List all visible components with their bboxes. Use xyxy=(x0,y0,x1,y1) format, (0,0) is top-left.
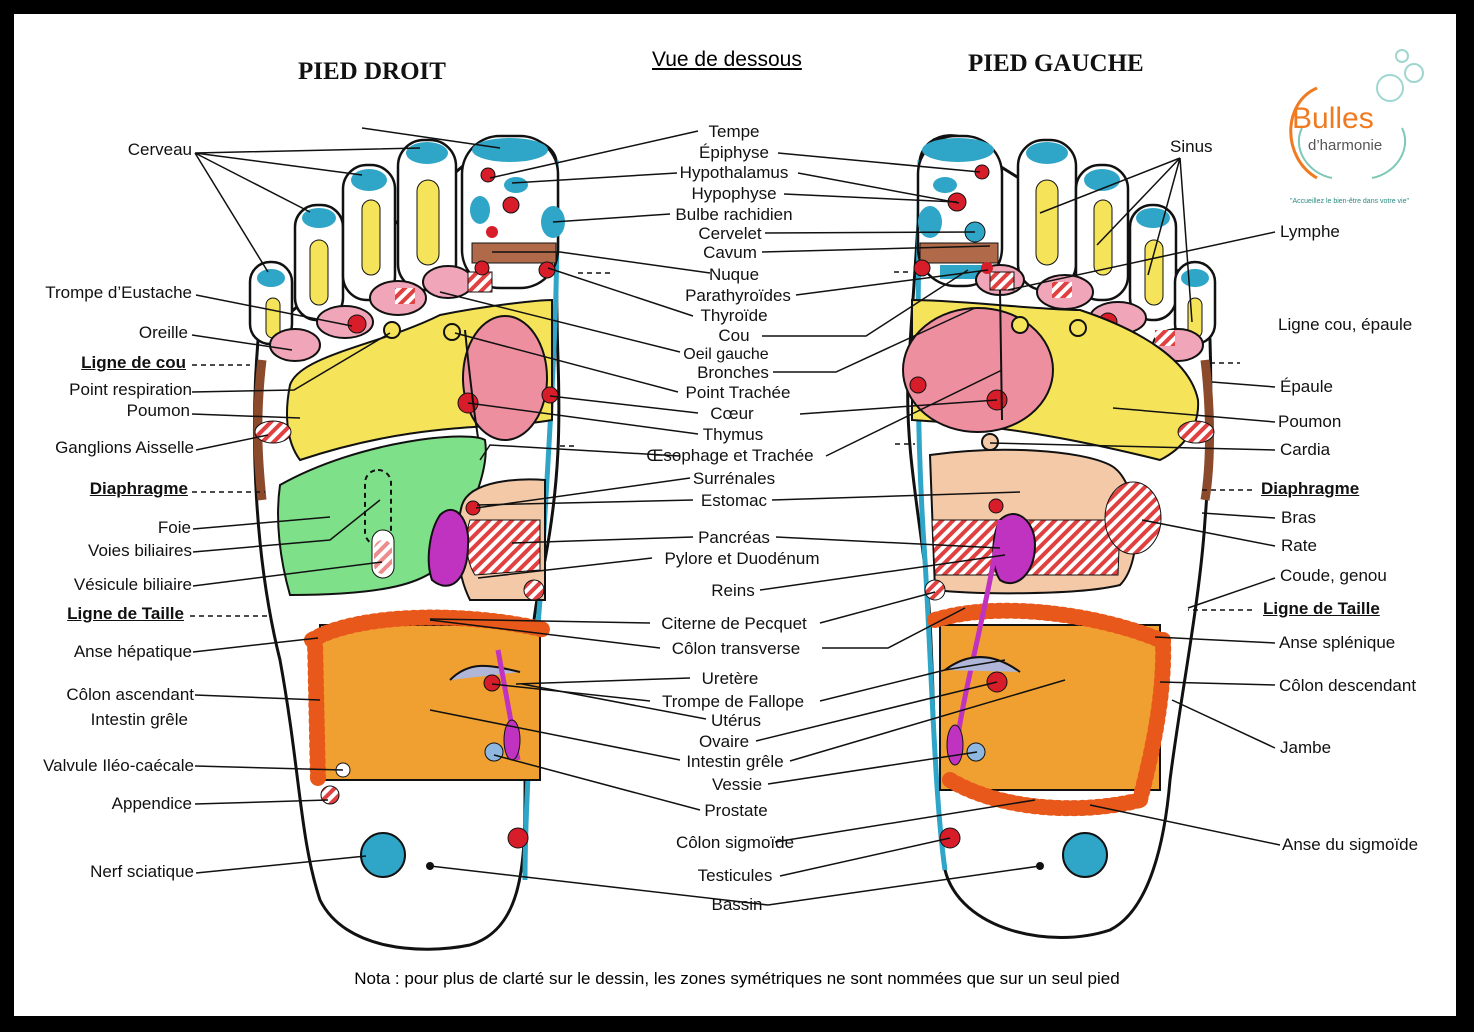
subtitle: Vue de dessous xyxy=(652,48,802,71)
leader-lines xyxy=(190,127,1281,906)
left-intestine-zone xyxy=(939,624,1161,791)
label-diaphragme-right: Diaphragme xyxy=(1261,479,1360,498)
label-anse-sigmoide: Anse du sigmoïde xyxy=(1282,835,1419,854)
label-surrenales: Surrénales xyxy=(692,469,776,488)
label-cou: Cou xyxy=(718,326,750,345)
label-hypophyse: Hypophyse xyxy=(691,184,777,203)
label-hypothalamus: Hypothalamus xyxy=(679,163,789,182)
label-testicules: Testicules xyxy=(697,866,773,885)
label-foie: Foie xyxy=(157,518,191,537)
label-thymus: Thymus xyxy=(702,425,764,444)
label-cardia: Cardia xyxy=(1280,440,1331,459)
label-lymphe: Lymphe xyxy=(1280,222,1340,241)
label-thyroide: Thyroïde xyxy=(700,306,768,325)
right-heart-zone xyxy=(462,315,548,441)
label-trompe-eustache: Trompe d’Eustache xyxy=(45,283,192,302)
right-pancreas-zone xyxy=(466,519,541,576)
left-heart-zone xyxy=(902,307,1054,433)
label-bras: Bras xyxy=(1281,508,1316,527)
label-coude-genou: Coude, genou xyxy=(1280,566,1387,585)
label-bronches: Bronches xyxy=(697,363,769,382)
label-rate: Rate xyxy=(1281,536,1317,555)
right-sciatic-zone xyxy=(360,832,406,878)
label-colon-ascendant: Côlon ascendant xyxy=(66,685,194,704)
label-valvule: Valvule Iléo-caécale xyxy=(43,756,194,775)
label-diaphragme-left: Diaphragme xyxy=(89,479,188,498)
left-toes xyxy=(913,134,1217,346)
label-point-respiration: Point respiration xyxy=(69,380,192,399)
label-point-trachee: Point Trachée xyxy=(685,383,791,402)
label-trompe-fallope: Trompe de Fallope xyxy=(661,692,805,711)
label-nuque: Nuque xyxy=(708,265,760,284)
label-nerf-sciatique: Nerf sciatique xyxy=(90,862,194,881)
label-prostate: Prostate xyxy=(704,801,768,820)
label-sinus: Sinus xyxy=(1170,137,1213,156)
label-reins: Reins xyxy=(711,581,755,600)
label-uretere: Uretère xyxy=(701,669,759,688)
logo: Bulles d’harmonie "Accueillez le bien-êt… xyxy=(1262,28,1448,214)
label-epiphyse: Épiphyse xyxy=(699,143,769,162)
footnote: Nota : pour plus de clarté sur le dessin… xyxy=(354,969,1120,988)
label-uterus: Utérus xyxy=(710,711,762,730)
label-pancreas: Pancréas xyxy=(698,528,770,547)
label-colon-sigmoide: Côlon sigmoïde xyxy=(675,833,795,852)
label-cavum: Cavum xyxy=(703,243,757,262)
right-toe-bases xyxy=(269,260,556,362)
logo-graphic: Bulles d’harmonie "Accueillez le bien-êt… xyxy=(1289,49,1424,205)
label-ligne-taille-right: Ligne de Taille xyxy=(1263,599,1380,618)
label-tempe: Tempe xyxy=(708,122,760,141)
title-left-foot: PIED GAUCHE xyxy=(968,50,1144,77)
label-cervelet: Cervelet xyxy=(698,224,762,243)
label-poumon-right: Poumon xyxy=(1278,412,1342,431)
label-ovaire: Ovaire xyxy=(698,732,750,751)
label-ligne-cou: Ligne de cou xyxy=(81,353,186,372)
label-ligne-taille-left: Ligne de Taille xyxy=(67,604,184,623)
label-oreille: Oreille xyxy=(138,323,188,342)
left-sciatic-zone xyxy=(1062,832,1108,878)
label-colon-transverse: Côlon transverse xyxy=(671,639,801,658)
label-vessie: Vessie xyxy=(711,775,763,794)
label-colon-descendant: Côlon descendant xyxy=(1279,676,1417,695)
label-pylore: Pylore et Duodénum xyxy=(664,549,820,568)
label-coeur: Cœur xyxy=(710,404,754,423)
label-poumon-left: Poumon xyxy=(126,401,190,420)
label-oesophage: Œsophage et Trachée xyxy=(646,446,814,465)
label-estomac: Estomac xyxy=(700,491,768,510)
logo-line2: d’harmonie xyxy=(1308,137,1382,154)
right-kidney-zone xyxy=(427,508,470,587)
left-outer-brown-edge xyxy=(1200,359,1214,501)
label-intestin-grele-left: Intestin grêle xyxy=(90,710,188,729)
label-parathyroides: Parathyroïdes xyxy=(685,286,791,305)
label-epaule: Épaule xyxy=(1280,377,1333,396)
label-ligne-cou-epaule: Ligne cou, épaule xyxy=(1278,315,1413,334)
label-anse-hepatique: Anse hépatique xyxy=(73,642,192,661)
logo-tagline: "Accueillez le bien-être dans votre vie" xyxy=(1290,198,1409,205)
label-intestin-grele-center: Intestin grêle xyxy=(686,752,784,771)
label-cerveau: Cerveau xyxy=(127,140,192,159)
label-jambe: Jambe xyxy=(1280,738,1332,757)
label-oeil-gauche: Oeil gauche xyxy=(683,346,769,363)
label-citerne: Citerne de Pecquet xyxy=(661,614,807,633)
label-voies-biliaires: Voies biliaires xyxy=(88,541,192,560)
left-foot xyxy=(902,134,1217,939)
label-ganglions-aisselle: Ganglions Aisselle xyxy=(55,438,194,457)
label-bassin: Bassin xyxy=(711,895,763,914)
left-spleen-zone xyxy=(1104,481,1162,555)
right-toes xyxy=(248,134,565,346)
label-anse-splenique: Anse splénique xyxy=(1279,633,1396,652)
label-bulbe: Bulbe rachidien xyxy=(675,205,793,224)
chart-frame xyxy=(10,10,1460,1020)
label-vesicule-biliaire: Vésicule biliaire xyxy=(73,575,192,594)
label-appendice: Appendice xyxy=(111,794,192,813)
title-right-foot: PIED DROIT xyxy=(298,58,446,85)
logo-line1: Bulles xyxy=(1292,102,1374,135)
